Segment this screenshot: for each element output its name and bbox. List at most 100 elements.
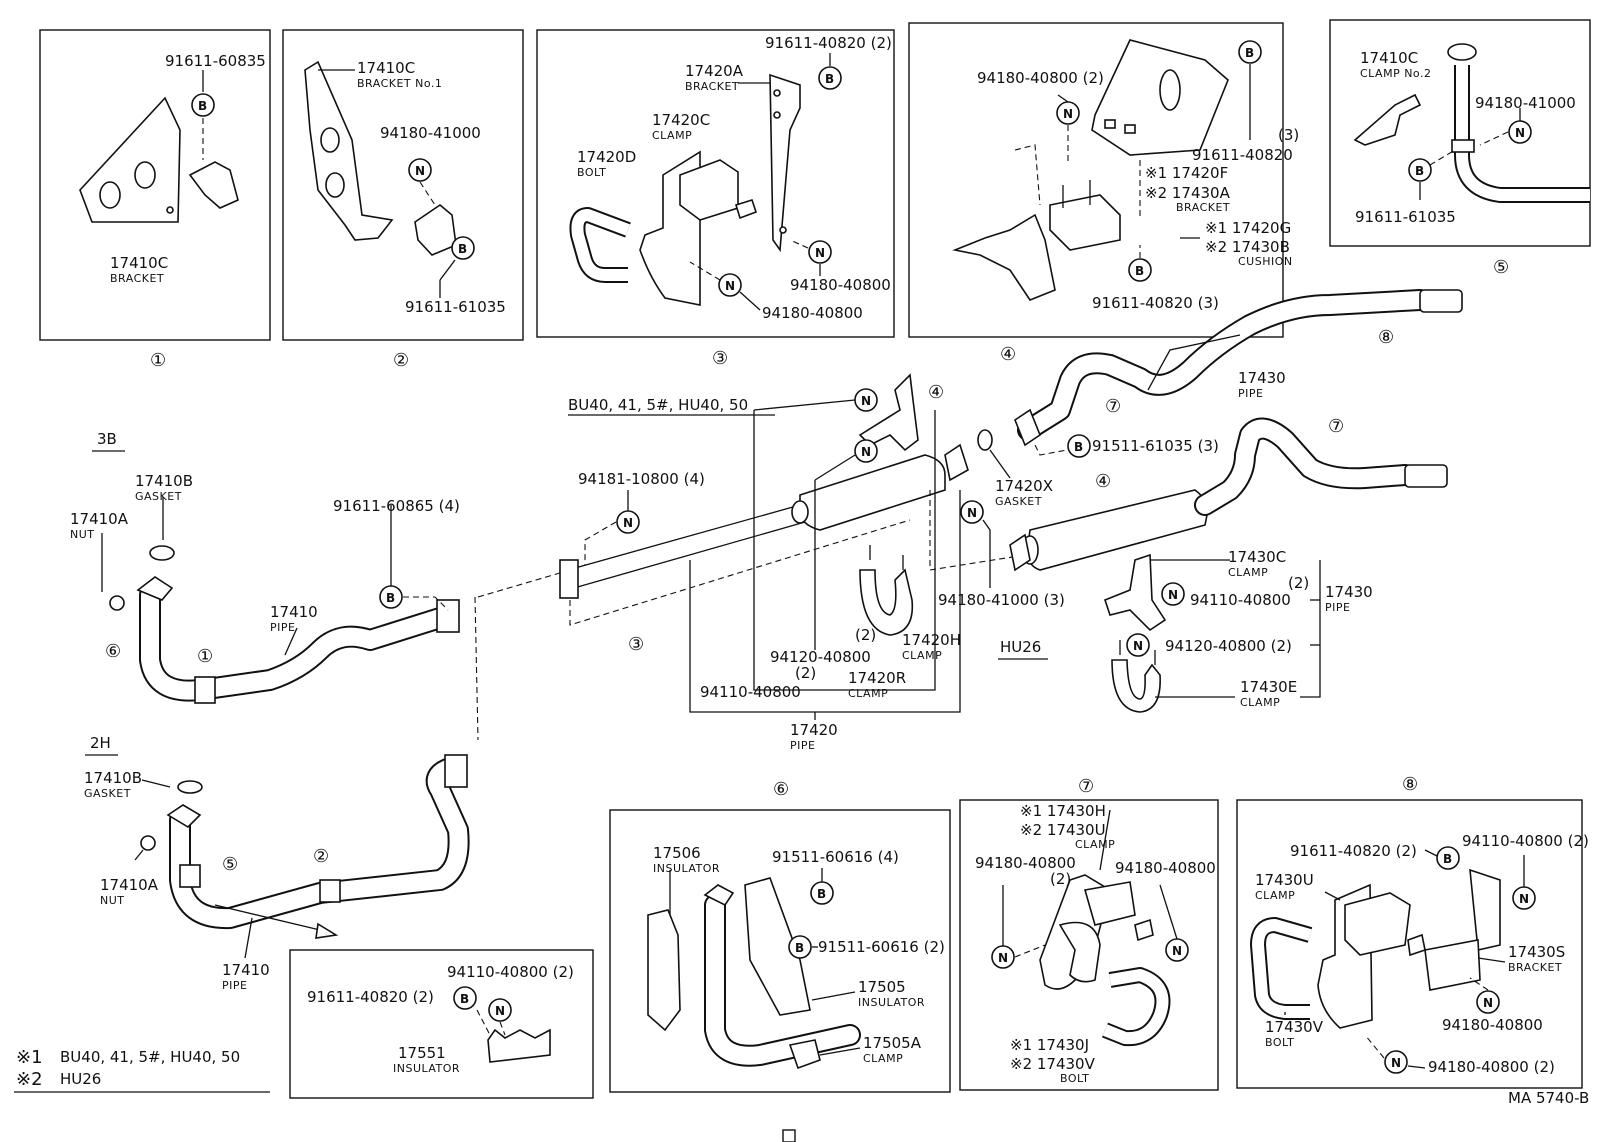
callout-4: ④ [928, 382, 944, 403]
part-number: ※2 17430A [1145, 184, 1231, 202]
marker-n: N [623, 516, 633, 530]
callout-2: ② [393, 350, 409, 371]
part-number: ※1 17420F [1145, 164, 1228, 182]
front-pipe-3b-inner [141, 586, 449, 700]
nut-marker [854, 439, 878, 463]
part-number: 17430 [1238, 369, 1286, 387]
bracket-tab [1104, 119, 1116, 129]
part-number: 17506 [653, 844, 701, 862]
panel-2-frame [282, 29, 524, 341]
part-number: 94110-40800 [700, 683, 801, 701]
pipe-clamp [194, 676, 216, 704]
leader [819, 1047, 861, 1056]
u-bolt-inner [571, 209, 631, 281]
leader [141, 779, 171, 788]
leader-dash [1364, 1034, 1385, 1059]
leader-dash [1429, 149, 1456, 166]
marker-b: B [198, 99, 207, 113]
part-number: 17505 [858, 978, 906, 996]
leader [1424, 849, 1438, 857]
leader-bracket [753, 410, 936, 691]
callout-3: ③ [712, 348, 728, 369]
part-number: 17420H [902, 631, 961, 649]
insulator-17506 [647, 909, 681, 1032]
panel-4-frame [908, 22, 1284, 338]
part-name: BOLT [577, 166, 606, 179]
part-number: 91611-40820 (2) [765, 34, 892, 52]
part-number: 17420D [577, 148, 636, 166]
part-number: ※2 17430B [1205, 238, 1290, 256]
callout-5: ⑤ [222, 854, 238, 875]
marker-b: B [1074, 440, 1083, 454]
callout-1: ① [197, 646, 213, 667]
panel-7: N N ※1 17430H ※2 17430U CLAMP 94180-4080… [959, 776, 1219, 1091]
part-name: BOLT [1265, 1036, 1294, 1049]
part-number: 17430E [1240, 678, 1297, 696]
bracket-17430s [1424, 939, 1481, 991]
leader [1324, 891, 1341, 901]
pipe-flange [1447, 43, 1477, 61]
bolt-marker [1238, 40, 1262, 64]
panel-7-frame [959, 799, 1219, 1091]
leader-dash [499, 1021, 506, 1036]
marker-n: N [1391, 1056, 1401, 1070]
part-number: 91611-40820 (3) [1092, 294, 1219, 312]
flange [1014, 408, 1041, 447]
center-pipe-bottom [573, 521, 806, 589]
part-number: 17420R [848, 669, 906, 687]
panel-6: B B 17506 INSULATOR 91511-60616 (4) 9151… [609, 779, 951, 1093]
part-name: CLAMP [848, 687, 888, 700]
marker-b: B [1443, 852, 1452, 866]
leader [1057, 94, 1069, 103]
tail-pipe-upper-inner [1019, 291, 1429, 439]
tail-tip [1404, 464, 1448, 488]
gasket [177, 780, 203, 794]
part-name: CLAMP [902, 649, 942, 662]
panel-1: B 91611-60835 17410C BRACKET ① [39, 29, 271, 371]
flange [166, 804, 202, 829]
bolt-marker [191, 93, 215, 117]
bolt-marker [1128, 258, 1152, 282]
muffler [799, 454, 946, 531]
bracket-17430s [1469, 868, 1501, 951]
bracket-hole [320, 127, 340, 153]
part-name: PIPE [1238, 387, 1263, 400]
part-name: BRACKET [685, 80, 739, 93]
part-number: 94181-10800 (4) [578, 470, 705, 488]
part-number: 94180-40800 (2) [1428, 1058, 1555, 1076]
gasket [149, 545, 175, 561]
part-number: 94180-40800 [1442, 1016, 1543, 1034]
panel-8: B N N N 91611-40820 (2) 94110-40800 (2) … [1236, 774, 1589, 1089]
drawing-code: MA 5740-B [1508, 1089, 1589, 1107]
part-name: CLAMP [863, 1052, 903, 1065]
bracket-strip [769, 73, 801, 253]
part-name: BRACKET No.1 [357, 77, 442, 90]
leader [1159, 884, 1178, 940]
stud [735, 199, 758, 220]
bolt-marker [1408, 158, 1432, 182]
marker-b: B [1245, 46, 1254, 60]
bracket-hole [99, 181, 121, 209]
hanger-bracket [858, 373, 919, 452]
part-name: INSULATOR [858, 996, 925, 1009]
leader [989, 449, 1011, 479]
part-number: 17430 [1325, 583, 1373, 601]
flange [1009, 533, 1031, 572]
rubber-mount [188, 161, 239, 209]
panel-8-frame [1236, 799, 1583, 1089]
leader [982, 519, 991, 588]
stud [1134, 918, 1154, 942]
callout-8: ⑧ [1378, 327, 1394, 348]
marker-n: N [1172, 944, 1182, 958]
part-number: ※1 17430J [1010, 1036, 1089, 1054]
leader-dash [1014, 944, 1046, 958]
legend-key-1: ※1 [16, 1047, 43, 1068]
panel-3: B N N 91611-40820 (2) 17420A BRACKET 174… [536, 29, 895, 369]
variant-label: BU40, 41, 5#, HU40, 50 [568, 396, 748, 414]
legend-value-2: HU26 [60, 1070, 101, 1088]
connect-dash [474, 596, 479, 741]
leader-dash [789, 239, 809, 249]
marker-n: N [998, 951, 1008, 965]
marker-n: N [1483, 996, 1493, 1010]
